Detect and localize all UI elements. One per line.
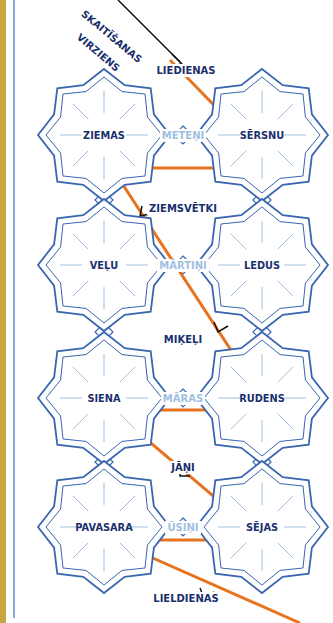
month-star: LEDUS: [194, 197, 330, 333]
month-star: SĒRSNU: [194, 67, 330, 203]
festival-label: MIĶEĻI: [162, 333, 204, 346]
festival-label: METEŅI: [160, 129, 207, 142]
month-name: LEDUS: [194, 260, 330, 271]
month-name: SIENA: [36, 393, 172, 404]
festival-label: LIELDIENAS: [151, 592, 220, 605]
festival-label: MĀRTIŅI: [157, 259, 209, 272]
festival-label: LIEDIENAS: [154, 64, 217, 77]
month-star: SĒJAS: [194, 459, 330, 595]
edge-strip: [0, 0, 6, 623]
festival-label: JĀŅI: [169, 461, 197, 474]
month-star: VEĻU: [36, 197, 172, 333]
month-name: PAVASARA: [36, 522, 172, 533]
month-name: RUDENS: [194, 393, 330, 404]
month-name: VEĻU: [36, 260, 172, 271]
month-star: ZIEMAS: [36, 67, 172, 203]
month-name: SĒRSNU: [194, 130, 330, 141]
month-star: PAVASARA: [36, 459, 172, 595]
festival-label: MĀRAS: [161, 392, 205, 405]
festival-label: ZIEMSVĒTKI: [147, 202, 219, 215]
month-name: ZIEMAS: [36, 130, 172, 141]
month-name: SĒJAS: [194, 522, 330, 533]
month-star: SIENA: [36, 330, 172, 466]
frame-line: [13, 0, 15, 618]
festival-label: ŪSIŅI: [165, 521, 200, 534]
month-star: RUDENS: [194, 330, 330, 466]
